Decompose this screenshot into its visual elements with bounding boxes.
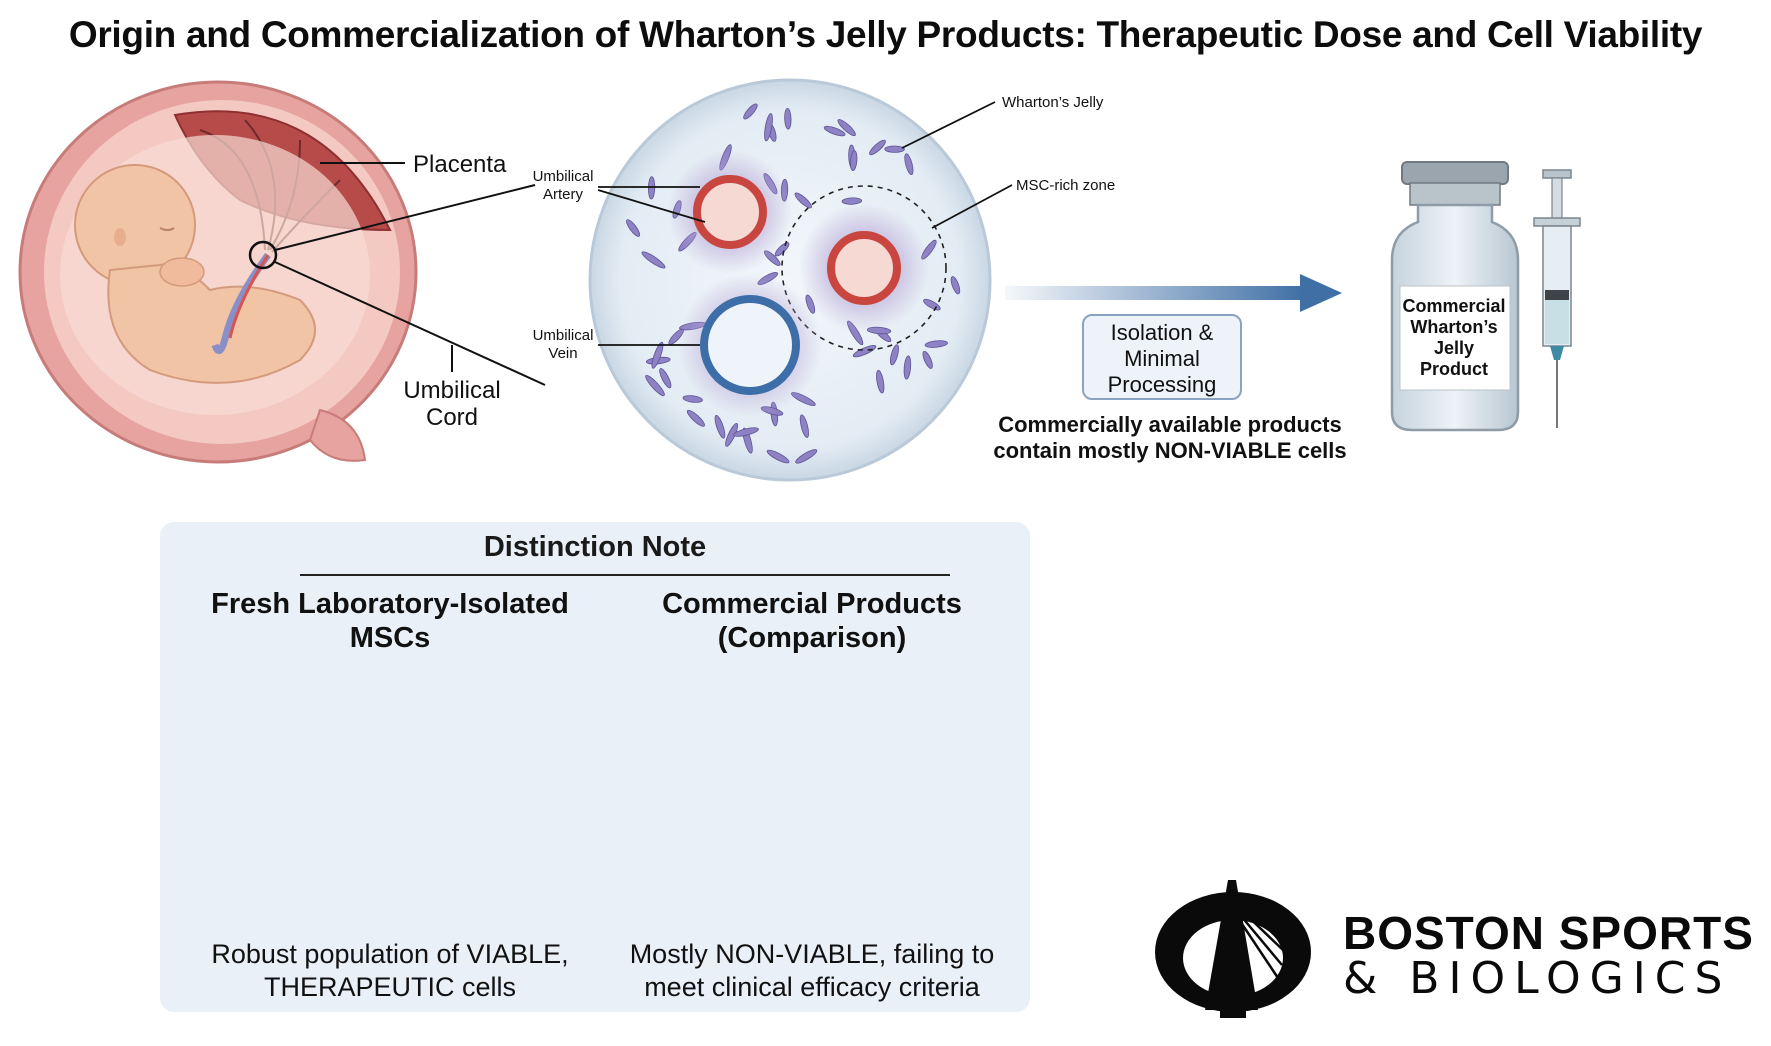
umbilical-artery-lower: [831, 235, 897, 301]
artery-label-line1: Umbilical: [533, 168, 594, 185]
process-box-line3: Processing: [1084, 372, 1240, 398]
distinction-note-divider: [300, 574, 950, 576]
artery-label-line2: Artery: [543, 186, 584, 203]
umbilical-artery-upper: [697, 179, 763, 245]
fresh-desc-line1: Robust population of VIABLE,: [170, 938, 610, 971]
fresh-msc-heading: Fresh Laboratory-Isolated MSCs: [180, 587, 600, 655]
vial-label-line4: Product: [1398, 359, 1510, 380]
commercial-heading: Commercial Products (Comparison): [602, 587, 1022, 655]
vein-label-line1: Umbilical: [533, 327, 594, 344]
brand-name-line1: BOSTON SPORTS: [1343, 906, 1754, 960]
cord-label-line1: Umbilical: [403, 377, 500, 404]
umbilical-vein: [704, 299, 796, 391]
brand-logo-mark: [1155, 880, 1311, 1018]
distinction-note-title: Distinction Note: [160, 531, 1030, 564]
jelly-cell: [885, 146, 905, 152]
vial-label-line2: Wharton’s: [1398, 317, 1510, 338]
fresh-desc-line2: THERAPEUTIC cells: [170, 971, 610, 1004]
vial-label-line1: Commercial: [1398, 296, 1510, 317]
brand-name-line2: & BIOLOGICS: [1343, 953, 1731, 1004]
fresh-heading-line2: MSCs: [180, 621, 600, 655]
syringe: [1534, 170, 1580, 428]
process-note: Commercially available products contain …: [960, 412, 1380, 464]
fresh-msc-description: Robust population of VIABLE, THERAPEUTIC…: [170, 938, 610, 1004]
commercial-heading-line1: Commercial Products: [602, 587, 1022, 621]
commercial-desc-line1: Mostly NON-VIABLE, failing to: [592, 938, 1032, 971]
uterus-illustration: Placenta Umbilical Cord: [20, 82, 545, 462]
commercial-desc-line2: meet clinical efficacy criteria: [592, 971, 1032, 1004]
process-box-line2: Minimal: [1084, 346, 1240, 372]
vein-label-line2: Vein: [548, 345, 577, 362]
commercial-description: Mostly NON-VIABLE, failing to meet clini…: [592, 938, 1032, 1004]
vial-label: Commercial Wharton’s Jelly Product: [1398, 296, 1510, 380]
process-arrow: [1005, 274, 1342, 312]
whartons-jelly-label: Wharton’s Jelly: [1002, 94, 1104, 111]
placenta-label: Placenta: [413, 151, 507, 178]
fresh-heading-line1: Fresh Laboratory-Isolated: [180, 587, 600, 621]
commercial-heading-line2: (Comparison): [602, 621, 1022, 655]
process-note-line2: contain mostly NON-VIABLE cells: [960, 438, 1380, 464]
msc-rich-zone-label: MSC-rich zone: [1016, 177, 1115, 194]
isolation-processing-box: Isolation & Minimal Processing: [1082, 314, 1242, 400]
cord-label-line2: Cord: [426, 404, 478, 431]
process-box-line1: Isolation &: [1084, 320, 1240, 346]
vial-label-line3: Jelly: [1398, 338, 1510, 359]
process-note-line1: Commercially available products: [960, 412, 1380, 438]
